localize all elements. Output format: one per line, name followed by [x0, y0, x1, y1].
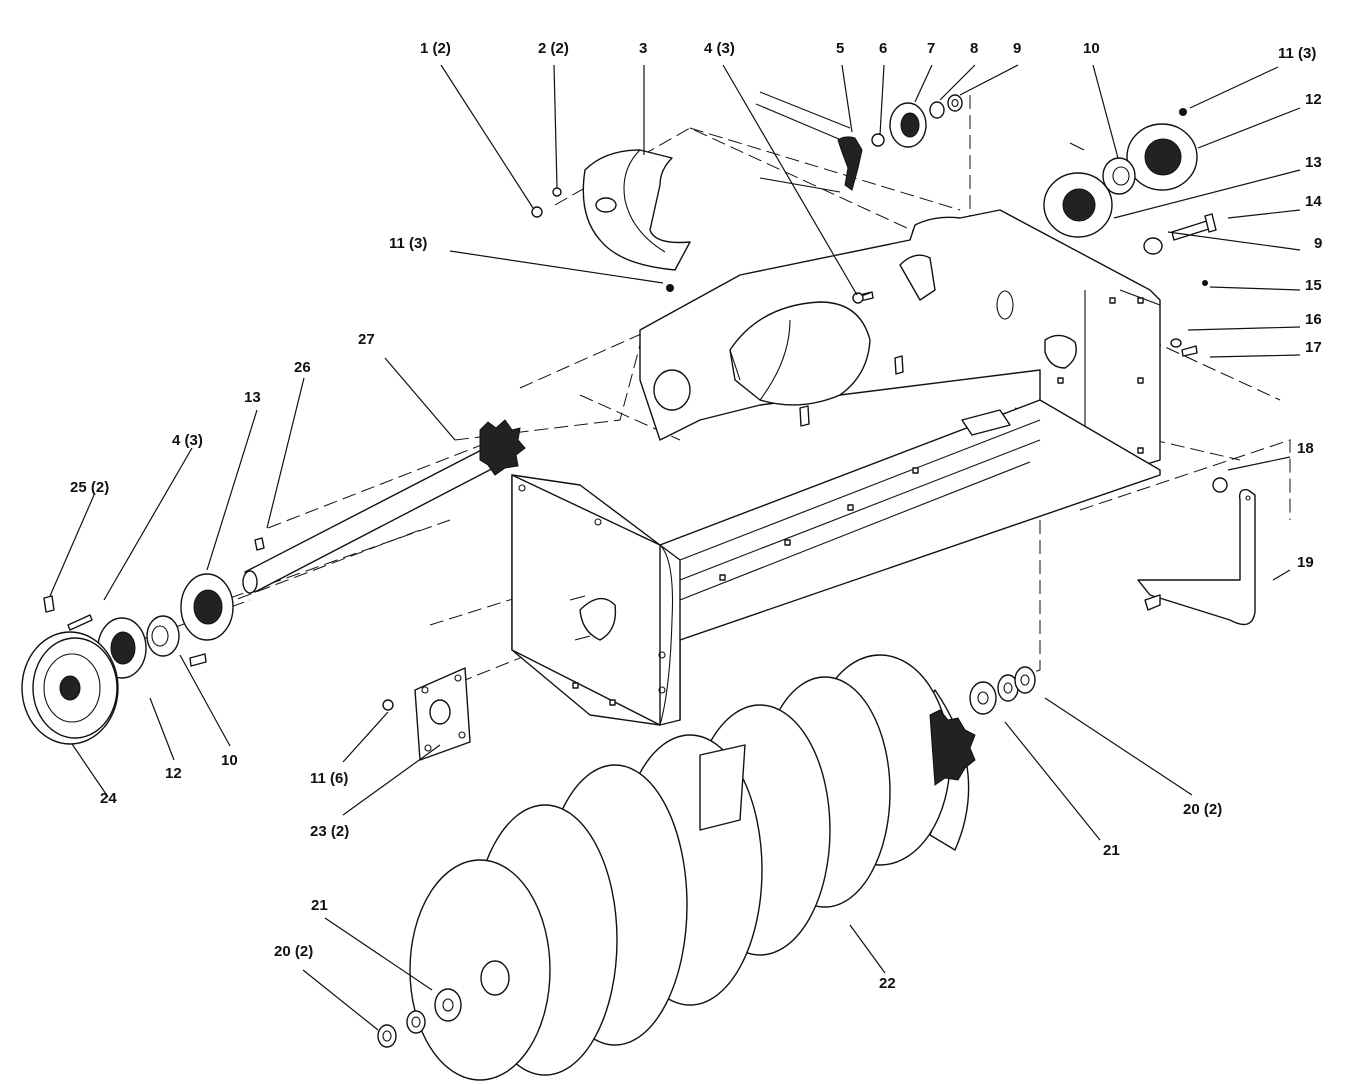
callout-label: 26: [294, 359, 311, 376]
callout-label: 20 (2): [1183, 801, 1222, 818]
fasteners: [531, 187, 871, 304]
callout-label: 12: [1305, 91, 1322, 108]
callout-label: 18: [1297, 440, 1314, 457]
callout-label: 13: [244, 389, 261, 406]
callout-label: 2 (2): [538, 40, 569, 57]
callout-label: 19: [1297, 554, 1314, 571]
callout-label: 27: [358, 331, 375, 348]
callout-leaders: [49, 64, 1301, 1031]
callout-label: 24: [100, 790, 117, 807]
callout-label: 4 (3): [704, 40, 735, 57]
callout-label: 3: [639, 40, 647, 57]
callout-label: 11 (3): [389, 235, 427, 252]
auger-housing: [511, 399, 1161, 726]
callout-label: 21: [1103, 842, 1120, 859]
callout-label: 20 (2): [274, 943, 313, 960]
callout-label: 21: [311, 897, 328, 914]
callout-label: 10: [221, 752, 238, 769]
callout-label: 15: [1305, 277, 1322, 294]
callout-label: 6: [879, 40, 887, 57]
drive-pulley: [21, 631, 119, 745]
drive-chain: [755, 91, 863, 193]
callout-labels: 1 (2) 2 (2) 3 4 (3) 5 6 7 8 9 10 11 (3) …: [70, 40, 1322, 992]
callout-label: 4 (3): [172, 432, 203, 449]
right-bearing-flanges: [1043, 108, 1217, 357]
callout-label: 9: [1314, 235, 1322, 252]
callout-label: 1 (2): [420, 40, 451, 57]
callout-label: 8: [970, 40, 978, 57]
auger-spacers: [377, 666, 1036, 1048]
upper-housing: [639, 209, 1161, 476]
callout-label: 23 (2): [310, 823, 349, 840]
callout-label: 11 (6): [310, 770, 348, 787]
callout-label: 9: [1013, 40, 1021, 57]
callout-label: 22: [879, 975, 896, 992]
callout-label: 25 (2): [70, 479, 109, 496]
left-bearing-flanges: [43, 573, 234, 679]
callout-label: 12: [165, 765, 182, 782]
skid-bracket: [1137, 477, 1256, 626]
auger-spiral: [409, 654, 976, 1081]
callout-label: 11 (3): [1278, 45, 1316, 62]
callout-label: 16: [1305, 311, 1322, 328]
callout-label: 13: [1305, 154, 1322, 171]
bearing-plate: [382, 667, 471, 761]
drive-sprocket-assembly: [871, 94, 963, 148]
callout-label: 17: [1305, 339, 1322, 356]
callout-label: 5: [836, 40, 844, 57]
callout-label: 7: [927, 40, 935, 57]
drive-shaft: [242, 419, 526, 594]
chain-guard: [582, 149, 691, 271]
callout-label: 10: [1083, 40, 1100, 57]
callout-label: 14: [1305, 193, 1322, 210]
